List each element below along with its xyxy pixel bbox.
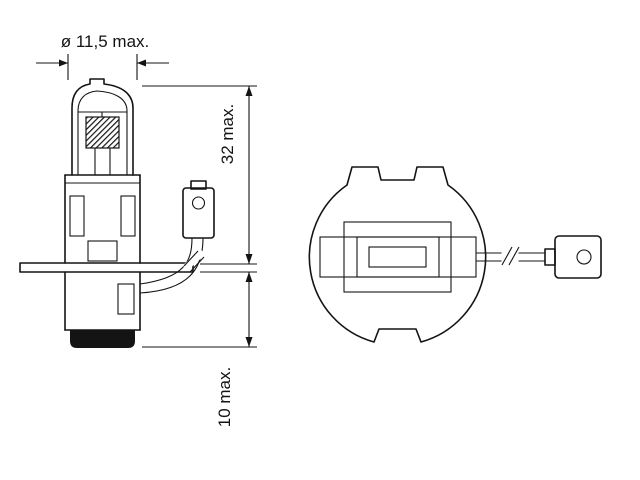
wire-break-mark-2: [189, 256, 205, 273]
bulb-base: [64, 174, 141, 331]
dimension-depth: 10 max.: [142, 271, 257, 427]
arrowhead-down-icon: [245, 337, 253, 347]
connector-hole-plan: [576, 249, 592, 265]
base-window-left: [69, 195, 85, 237]
lead-wire-plan: [476, 246, 545, 266]
arrowhead-up-icon: [245, 272, 253, 282]
base-slot-center: [87, 240, 118, 262]
lead-wire-side: [139, 237, 206, 294]
height-label: 32 max.: [218, 104, 237, 164]
filament-coil: [85, 116, 120, 149]
arrowhead-right-icon: [59, 59, 68, 67]
slot-rect-tall: [343, 221, 452, 293]
base-window-right: [120, 195, 136, 237]
wire-break-gap: [501, 248, 519, 266]
dimension-height: 32 max.: [142, 85, 257, 265]
arrowhead-down-icon: [245, 254, 253, 264]
connector-body-side: [182, 187, 215, 239]
connector-plan: [544, 235, 602, 279]
connector-hole-side: [191, 196, 206, 210]
base-window-lower: [117, 283, 135, 315]
connector-side: [182, 180, 215, 239]
wire-break-mark-2: [508, 246, 520, 266]
connector-body-plan: [554, 235, 602, 279]
connector-neck: [544, 248, 556, 266]
wire-break-gap: [182, 249, 206, 271]
slot-rect-inner: [368, 246, 427, 268]
bulb-filament: [85, 112, 120, 175]
arrowhead-left-icon: [137, 59, 146, 67]
slot-rect-mid: [356, 236, 440, 278]
base-slots-plan: [319, 221, 477, 293]
depth-label: 10 max.: [215, 367, 234, 427]
wire-break-mark-1: [183, 250, 199, 267]
diameter-label: ø 11,5 max.: [61, 32, 150, 51]
wire-outer-curve: [139, 237, 193, 285]
mounting-flange: [19, 262, 194, 273]
plan-view: [308, 166, 602, 343]
slot-rect-outer: [319, 236, 477, 278]
connector-tab: [190, 180, 207, 190]
wire-inner-curve: [139, 237, 204, 294]
dimension-diameter: ø 11,5 max.: [36, 32, 169, 80]
base-contact: [70, 330, 135, 348]
glass-outline: [71, 78, 134, 176]
base-outline-plan: [308, 166, 487, 343]
arrowhead-up-icon: [245, 86, 253, 96]
side-view: [19, 78, 215, 348]
glass-inner-line: [77, 90, 128, 175]
wire-break-mark-1: [501, 246, 513, 266]
